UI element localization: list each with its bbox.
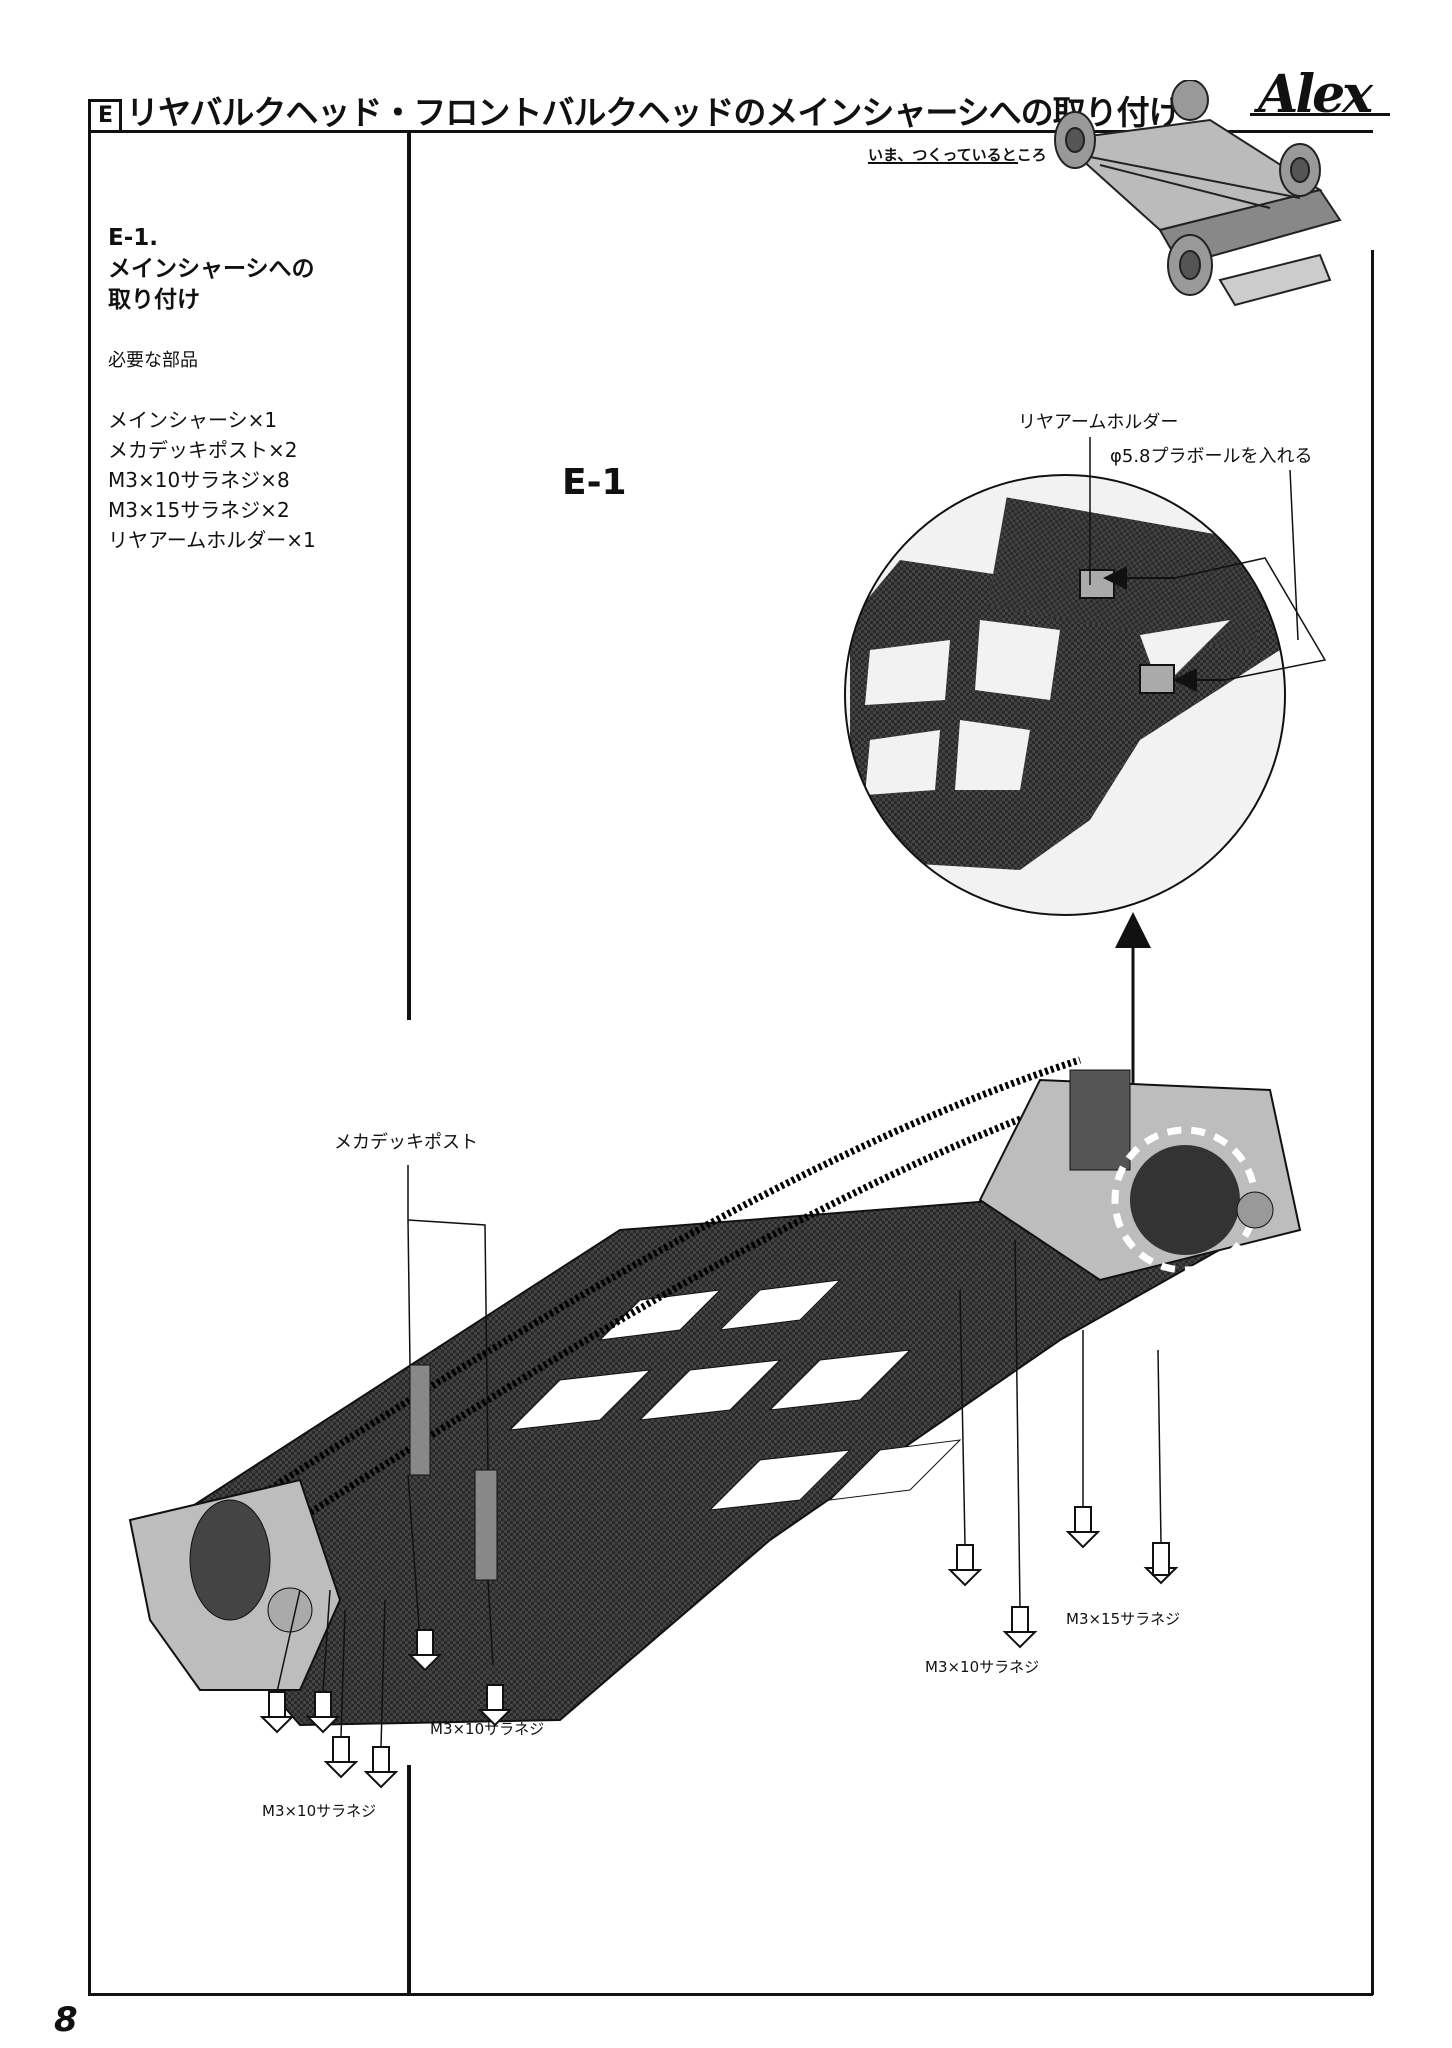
progress-thumbnail: [1054, 80, 1342, 307]
ball-note-label: φ5.8プラボールを入れる: [1110, 446, 1313, 467]
column-divider-upper: [407, 130, 411, 1020]
step-title-line: 取り付け: [108, 287, 200, 313]
frame-top-line: [88, 130, 1373, 133]
list-item: M3×15サラネジ×2: [108, 498, 290, 522]
progress-label: いま、つくっているところ: [868, 146, 1047, 164]
step-title: E-1. メインシャーシへの 取り付け: [108, 223, 315, 316]
step-title-line: E-1.: [108, 225, 158, 251]
zoom-detail: [845, 475, 1285, 915]
screw-m3x10-center-label: M3×10サラネジ: [430, 1720, 545, 1738]
frame-left-line: [88, 130, 91, 1995]
progress-label-underline: [868, 162, 1018, 164]
list-item: メインシャーシ×1: [108, 408, 278, 432]
parts-heading: 必要な部品: [108, 350, 198, 371]
column-divider-lower: [407, 1765, 411, 1995]
screw-m3x10-right-label: M3×10サラネジ: [925, 1658, 1040, 1676]
list-item: メカデッキポスト×2: [108, 438, 298, 462]
parts-list: メインシャーシ×1 メカデッキポスト×2 M3×10サラネジ×8 M3×15サラ…: [108, 405, 316, 555]
mech-deck-post-label: メカデッキポスト: [334, 1132, 478, 1153]
section-letter-badge: E: [88, 99, 122, 133]
step-title-line: メインシャーシへの: [108, 256, 315, 282]
list-item: リヤアームホルダー×1: [108, 528, 316, 552]
diagram-step-label: E-1: [562, 462, 627, 503]
rear-arm-holder-label: リヤアームホルダー: [1018, 412, 1179, 433]
page-number: 8: [54, 2000, 78, 2040]
list-item: M3×10サラネジ×8: [108, 468, 290, 492]
brand-underline: [1250, 113, 1390, 116]
screw-m3x10-left-label: M3×10サラネジ: [262, 1802, 377, 1820]
page-title-text: リヤバルクヘッド・フロントバルクヘッドのメインシャーシへの取り付け: [126, 93, 1182, 132]
screw-m3x15-label: M3×15サラネジ: [1066, 1610, 1181, 1628]
frame-bottom-line: [88, 1993, 1373, 1996]
frame-right-line: [1371, 250, 1374, 1995]
